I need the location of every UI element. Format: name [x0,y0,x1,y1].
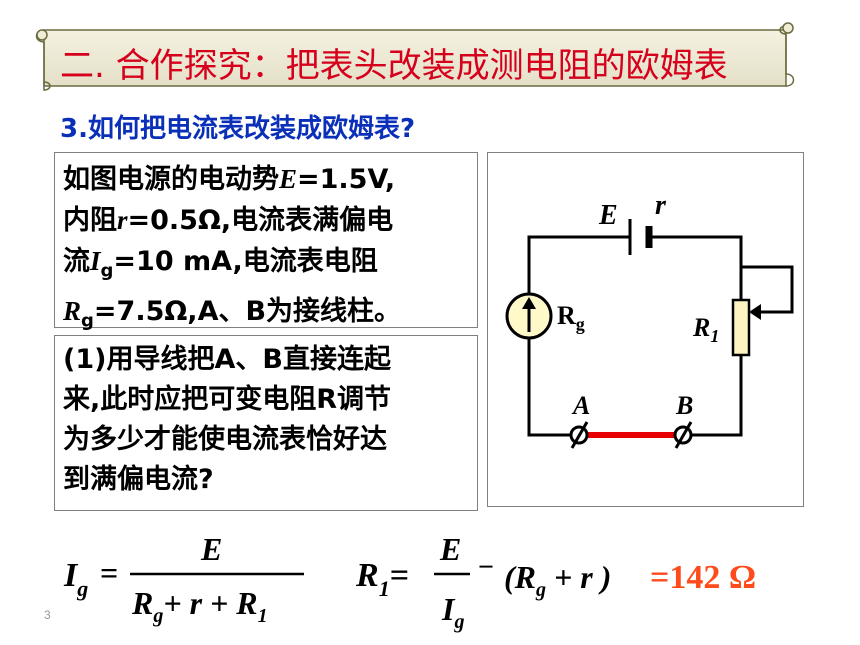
label-e: E [598,200,618,231]
section-subtitle: 3.如何把电流表改装成欧姆表? [60,114,416,144]
given-line-1: 如图电源的电动势E=1.5V, [63,164,396,195]
label-b: B [675,391,693,420]
question-line-1: (1)用导线把A、B直接连起 [63,344,391,375]
formula2-denominator: Ig [441,591,464,633]
page-number: 3 [44,608,51,622]
formula2-numerator: E [439,531,461,567]
circuit-diagram-box [487,152,804,507]
rheostat-r1 [731,298,751,357]
label-a: A [571,391,590,420]
title-scroll-banner [35,22,795,91]
label-r1: R1 [692,313,719,346]
given-line-3: 流Ig=10 mA,电流表电阻 [63,246,378,282]
formula2-lhs: R1= [355,557,409,601]
formula1-numerator: E [200,531,222,567]
given-conditions-box: 如图电源的电动势E=1.5V, 内阻r=0.5Ω,电流表满偏电 流Ig=10 m… [54,152,478,332]
question-line-2: 来,此时应把可变电阻R调节 [63,384,392,415]
given-line-2: 内阻r=0.5Ω,电流表满偏电 [63,205,394,236]
circuit-diagram: E r Rg R1 A B [505,190,794,449]
formula-r1: R1= E Ig − (Rg + r ) =142 Ω [355,531,756,633]
terminal-a-icon [569,421,589,449]
formula1-lhs: Ig [63,557,88,601]
rheostat-arrow-icon [749,304,761,320]
formula2-minus: − [478,552,494,583]
formula1-equals: = [100,555,118,591]
question-line-3: 为多少才能使电流表恰好达 [63,424,387,455]
terminal-b-icon [673,421,693,449]
given-line-4: Rg=7.5Ω,A、B为接线柱。 [63,296,402,332]
question-box: (1)用导线把A、B直接连起 来,此时应把可变电阻R调节 为多少才能使电流表恰好… [54,335,478,511]
formula-ig: Ig = E Rg+ r + R1 [63,531,304,627]
question-line-4: 到满偏电流? [63,464,214,495]
formula2-result: =142 Ω [650,559,756,596]
label-r: r [655,190,667,221]
page-title: 二. 合作探究：把表头改装成测电阻的欧姆表 [60,46,728,86]
formula2-parenthesis: (Rg + r ) [504,559,611,601]
label-rg: Rg [557,301,585,334]
formula1-denominator: Rg+ r + R1 [131,585,268,627]
